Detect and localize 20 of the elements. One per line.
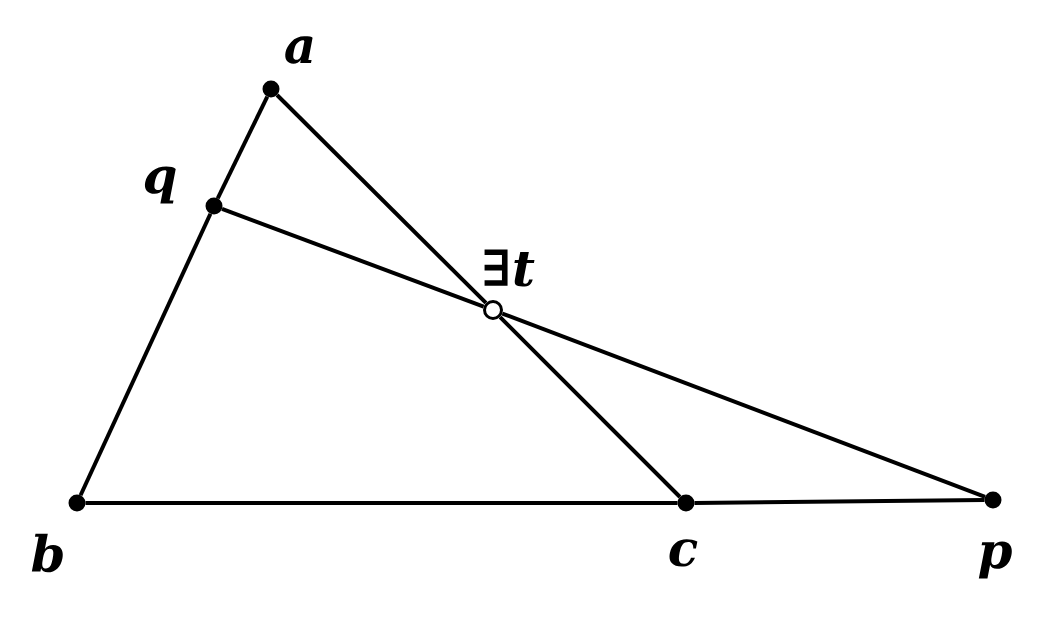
node-label: p bbox=[978, 541, 1012, 579]
line-segment bbox=[85, 501, 678, 505]
labeled-point: c bbox=[669, 494, 698, 567]
line-segment bbox=[221, 207, 485, 309]
line-segment bbox=[498, 315, 682, 499]
line-segment bbox=[694, 498, 985, 505]
labeled-point: p bbox=[978, 491, 1012, 579]
line-segment bbox=[501, 311, 986, 499]
line-segment bbox=[275, 93, 488, 305]
node-label: ∃t bbox=[484, 249, 535, 287]
line-segment bbox=[78, 212, 213, 497]
labeled-point: a bbox=[262, 36, 313, 98]
node-label: a bbox=[285, 36, 313, 64]
node-label: c bbox=[669, 539, 698, 567]
labeled-point: ∃t bbox=[483, 249, 535, 320]
node-label: q bbox=[144, 166, 176, 204]
labeled-point: q bbox=[144, 166, 223, 215]
node-label: b bbox=[31, 533, 63, 573]
line-segment bbox=[215, 95, 270, 200]
labeled-point: b bbox=[31, 494, 86, 573]
